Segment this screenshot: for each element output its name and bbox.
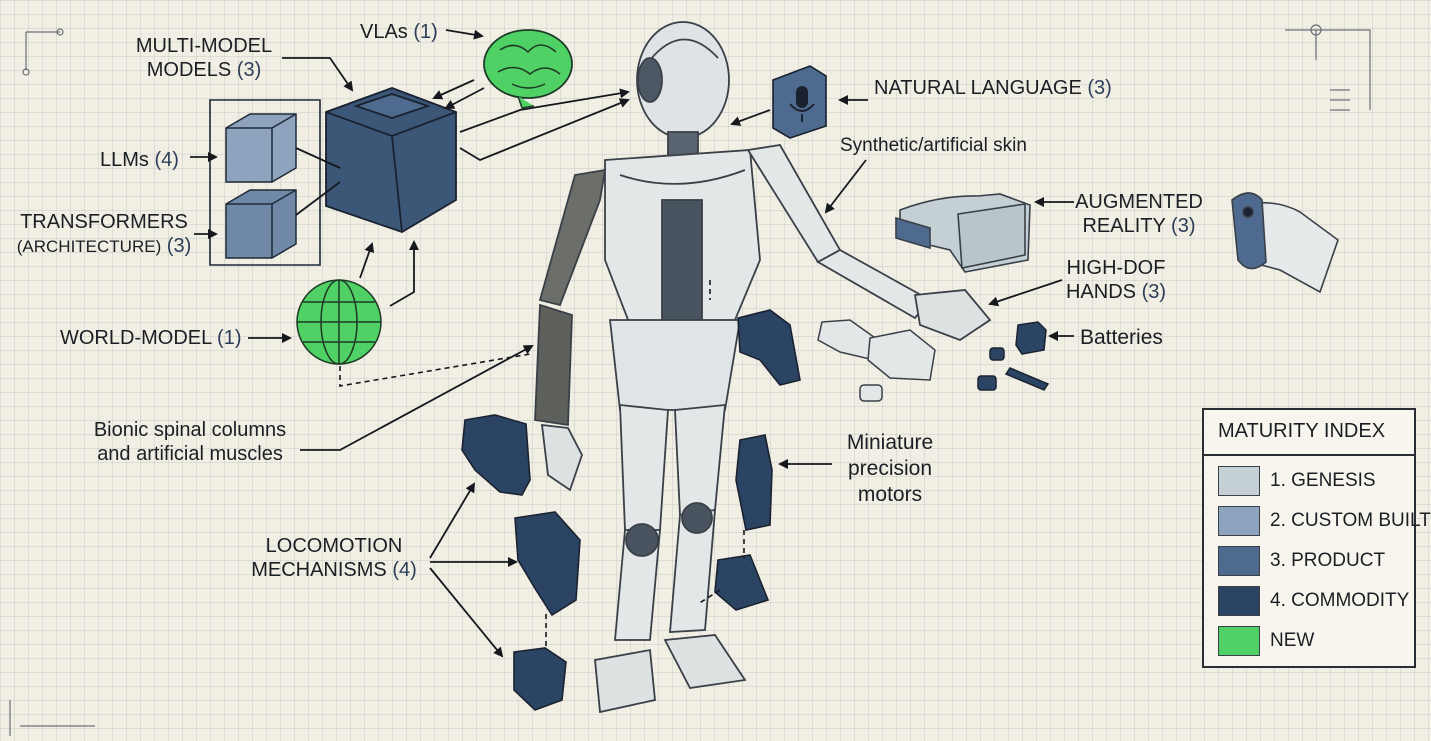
legend-swatch xyxy=(1218,506,1260,536)
label-vlas: VLAs (1) xyxy=(360,21,438,43)
legend-label: 1. GENESIS xyxy=(1270,470,1376,491)
multi-model-cube xyxy=(325,87,457,233)
remote-controller-icon xyxy=(1231,192,1339,294)
legend-divider xyxy=(1204,454,1414,456)
maturity-index-legend: MATURITY INDEX 1. GENESIS 2. CUSTOM BUIL… xyxy=(1202,408,1431,668)
brain-icon xyxy=(483,29,573,109)
label-multi-model: MULTI-MODEL MODELS (3) xyxy=(135,35,273,81)
legend-swatch xyxy=(1218,546,1260,576)
microphone-icon xyxy=(772,65,827,139)
legend-swatch xyxy=(1218,586,1260,616)
label-synthetic-skin: Synthetic/artificial skin xyxy=(840,135,1027,156)
detached-hand-parts xyxy=(817,319,936,402)
legend-label: NEW xyxy=(1270,630,1315,651)
locomotion-parts xyxy=(461,414,581,711)
robot-figure xyxy=(534,21,992,714)
label-world-model: WORLD-MODEL (1) xyxy=(60,327,242,349)
label-llms: LLMs (4) xyxy=(100,149,179,171)
legend-label: 3. PRODUCT xyxy=(1270,550,1386,571)
vr-headset-icon xyxy=(895,193,1031,273)
corner-decoration xyxy=(9,24,1371,736)
legend-label: 2. CUSTOM BUILT xyxy=(1270,510,1431,531)
battery-parts xyxy=(977,321,1050,391)
globe-icon xyxy=(296,279,382,365)
label-locomotion: LOCOMOTION MECHANISMS (4) xyxy=(251,535,417,581)
label-batteries: Batteries xyxy=(1080,326,1163,349)
legend-label: 4. COMMODITY xyxy=(1270,590,1410,611)
label-augmented-reality: AUGMENTED REALITY (3) xyxy=(1075,191,1203,237)
llm-transformer-group xyxy=(209,99,321,266)
miniature-motor-parts xyxy=(714,309,801,611)
label-natural-language: NATURAL LANGUAGE (3) xyxy=(874,77,1112,99)
connector-arrows xyxy=(190,29,1074,658)
transformer-cube xyxy=(225,189,297,259)
label-miniature-motors: Miniature precision motors xyxy=(846,431,934,506)
label-bionic-spinal: Bionic spinal columns and artificial mus… xyxy=(93,419,287,465)
label-high-dof-hands: HIGH-DOF HANDS (3) xyxy=(1065,257,1167,303)
llm-cube xyxy=(225,113,297,183)
legend-title: MATURITY INDEX xyxy=(1218,420,1386,442)
label-transformers: TRANSFORMERS (ARCHITECTURE) (3) xyxy=(16,211,192,257)
legend-swatch xyxy=(1218,466,1260,496)
legend-swatch xyxy=(1218,626,1260,656)
